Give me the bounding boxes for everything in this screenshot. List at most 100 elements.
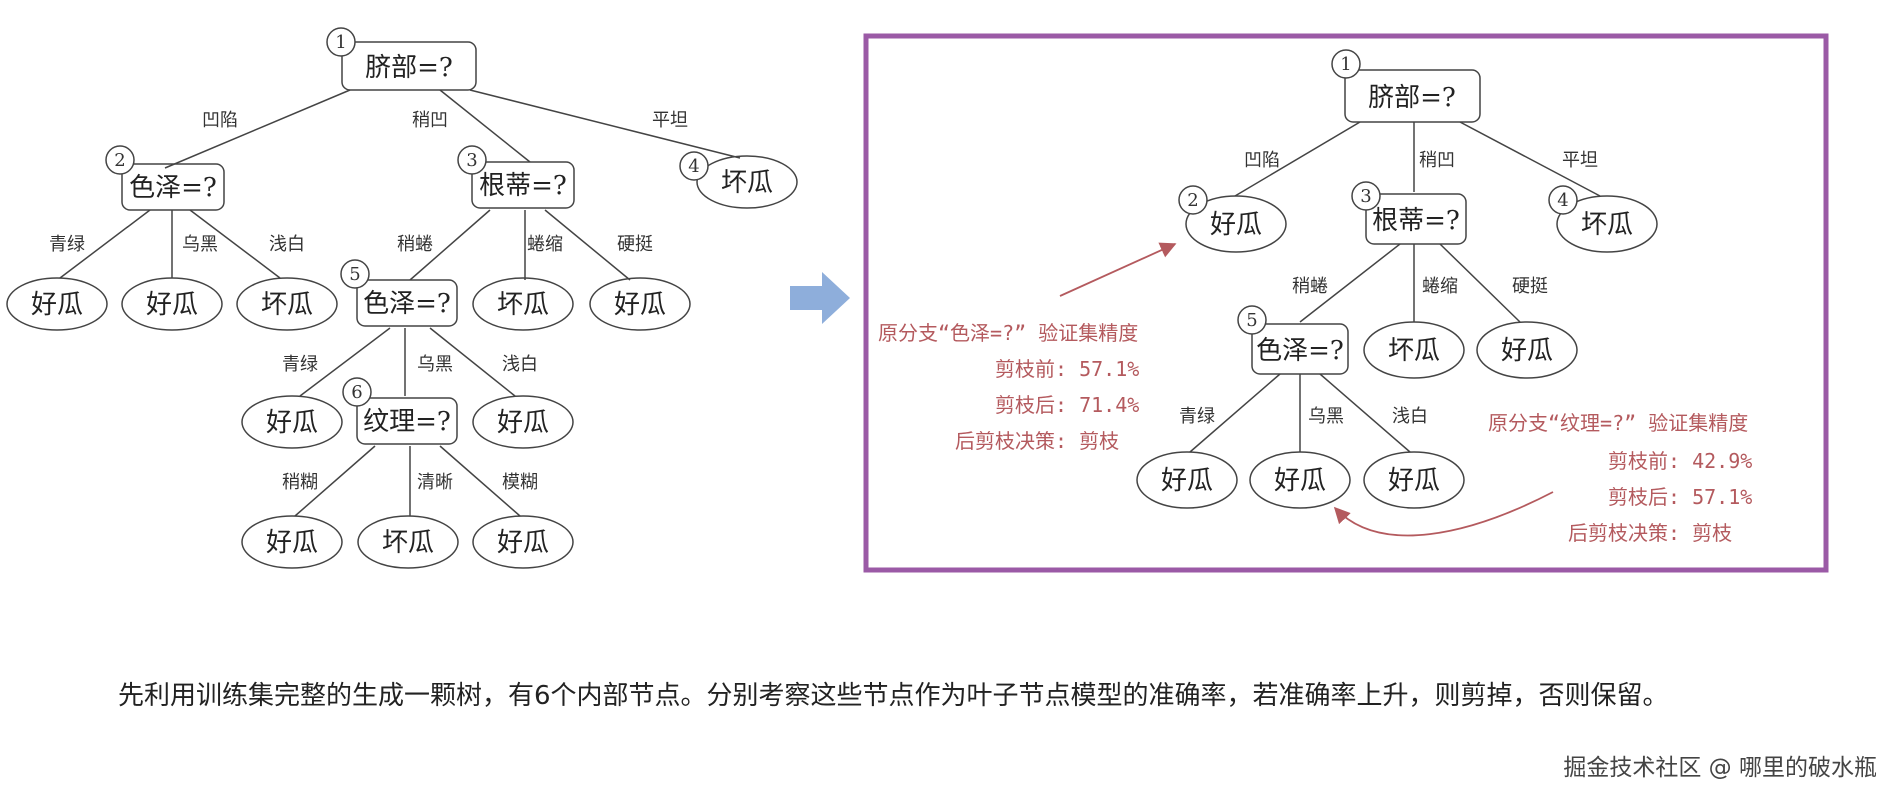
leaf-label: 好瓜 (1388, 466, 1440, 496)
leaf-label: 坏瓜 (261, 290, 313, 320)
edge-label: 平坦 (652, 110, 688, 131)
edge-label: 蜷缩 (1422, 276, 1458, 297)
right-arrow-icon (790, 272, 850, 324)
node-number-badge (457, 145, 487, 175)
pruned-tree-frame (863, 33, 1829, 573)
node-color (1251, 323, 1349, 375)
leaf-label: 好瓜 (266, 408, 318, 438)
edge (469, 89, 741, 159)
leaf-bad (357, 515, 459, 569)
edge (544, 209, 631, 281)
leaf-label: 好瓜 (1274, 466, 1326, 496)
edge (1439, 243, 1521, 323)
edge-label: 稍凹 (1419, 150, 1455, 171)
node-color-2 (356, 279, 458, 327)
annotation-texture-branch: 原分支“纹理=?” 验证集精度 剪枝前: 42.9% 剪枝后: 57.1% 后剪… (1333, 411, 1752, 545)
node-navel-label: 脐部=? (1368, 83, 1456, 113)
node-color (121, 163, 225, 211)
edge (299, 327, 391, 397)
leaf-good (1363, 451, 1465, 509)
node-number: 2 (1187, 190, 1198, 211)
leaf-label: 坏瓜 (382, 528, 434, 558)
annotation-decision: 后剪枝决策: 剪枝 (955, 429, 1119, 453)
leaf-good (121, 277, 223, 331)
annotation-after: 剪枝后: 57.1% (1608, 485, 1752, 509)
annotation-decision: 后剪枝决策: 剪枝 (1568, 521, 1732, 545)
edge-label: 平坦 (1562, 150, 1598, 171)
node-number-badge (340, 259, 370, 289)
leaf-label: 好瓜 (497, 408, 549, 438)
node-texture (356, 397, 458, 445)
node-root-label: 根蒂=? (479, 171, 567, 201)
leaf-label: 好瓜 (146, 290, 198, 320)
edge (409, 209, 491, 281)
node-number: 2 (114, 150, 125, 171)
edge (164, 89, 351, 169)
leaf-good (241, 395, 343, 449)
annotation-title: 原分支“纹理=?” 验证集精度 (1488, 411, 1748, 435)
edge (439, 89, 531, 163)
leaf-label: 好瓜 (31, 290, 83, 320)
node-navel (1344, 69, 1481, 123)
node-root (471, 161, 575, 209)
node-number: 1 (1340, 54, 1351, 75)
leaf-good (1249, 451, 1351, 509)
annotation-arrow (1333, 491, 1554, 537)
leaf-good (1185, 195, 1287, 253)
description-text: 先利用训练集完整的生成一颗树，有6个内部节点。分别考察这些节点作为叶子节点模型的… (118, 681, 1669, 711)
leaf-label: 好瓜 (614, 290, 666, 320)
node-number: 5 (349, 264, 360, 285)
edge-label: 凹陷 (202, 110, 238, 131)
edge-label: 凹陷 (1244, 150, 1280, 171)
node-number: 1 (335, 32, 346, 53)
node-number-badge (1548, 185, 1578, 215)
leaf-bad (1363, 321, 1465, 379)
annotation-arrow (1059, 242, 1177, 297)
node-number: 3 (466, 150, 477, 171)
edge-label: 蜷缩 (527, 234, 563, 255)
edge-label: 乌黑 (417, 354, 453, 375)
edge-label: 稍凹 (412, 110, 448, 131)
edge (429, 327, 516, 397)
edge (1234, 121, 1361, 197)
edge-label: 乌黑 (182, 234, 218, 255)
leaf-good (589, 277, 691, 331)
annotation-after: 剪枝后: 71.4% (995, 393, 1139, 417)
edge (189, 209, 281, 279)
node-color-label: 色泽=? (1256, 336, 1344, 366)
annotation-title: 原分支“色泽=?” 验证集精度 (878, 321, 1138, 345)
edge-label: 稍糊 (282, 472, 318, 493)
edge-label: 乌黑 (1308, 406, 1344, 427)
leaf-label: 好瓜 (497, 528, 549, 558)
node-color-label: 色泽=? (129, 173, 217, 203)
leaf-good (1136, 451, 1238, 509)
edge-label: 青绿 (49, 234, 85, 255)
node-number-badge (105, 145, 135, 175)
leaf-label: 坏瓜 (497, 290, 549, 320)
edge-label: 模糊 (502, 472, 538, 493)
node-number-badge (326, 27, 356, 57)
edge-label: 稍蜷 (1292, 276, 1328, 297)
edge (1459, 121, 1601, 197)
edge-label: 浅白 (502, 354, 538, 375)
leaf-good (472, 515, 574, 569)
pruned-tree-labels: 脐部=? 根蒂=? 色泽=? 好瓜 坏瓜 坏瓜 好瓜 好瓜 好瓜 好瓜 凹陷 稍… (1161, 54, 1633, 496)
leaf-bad (696, 155, 798, 209)
node-root (1365, 193, 1467, 245)
leaf-label: 好瓜 (266, 528, 318, 558)
edge-label: 浅白 (269, 234, 305, 255)
edge-label: 清晰 (417, 472, 453, 493)
edge (294, 445, 376, 517)
node-number: 3 (1360, 186, 1371, 207)
edge (59, 209, 151, 279)
edge-label: 青绿 (1179, 406, 1215, 427)
leaf-label: 好瓜 (1161, 466, 1213, 496)
leaf-label: 坏瓜 (721, 168, 773, 198)
leaf-good (6, 277, 108, 331)
node-navel (341, 41, 477, 91)
leaf-bad (1556, 195, 1658, 253)
node-number: 4 (1557, 190, 1568, 211)
leaf-good (241, 515, 343, 569)
edge-label: 硬挺 (1512, 276, 1548, 297)
leaf-label: 坏瓜 (1581, 210, 1633, 240)
